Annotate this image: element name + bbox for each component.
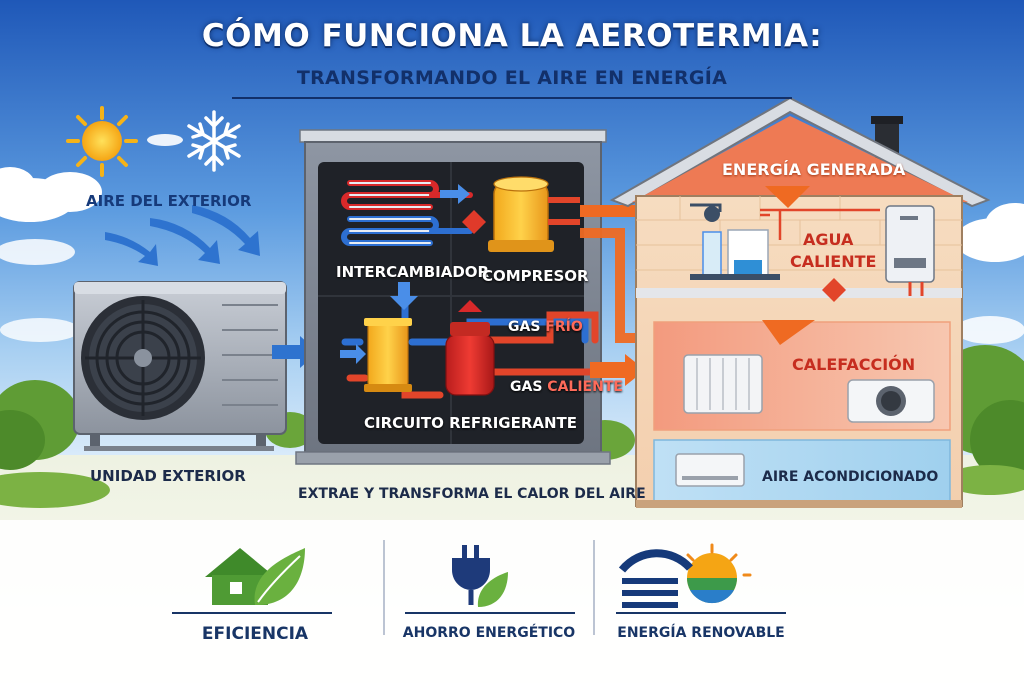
pump <box>445 300 495 396</box>
label-hot-gas: GAS CALIENTE <box>510 379 623 395</box>
plug-leaf-icon <box>452 545 508 607</box>
label-outdoor-unit: UNIDAD EXTERIOR <box>90 467 246 485</box>
radiator <box>683 354 763 414</box>
wind-arrows <box>105 205 260 266</box>
benefit-efficiency-line <box>172 612 332 614</box>
label-refrigerant-circuit: CIRCUITO REFRIGERANTE <box>364 414 578 432</box>
page-subtitle: TRANSFORMANDO EL AIRE EN ENERGÍA <box>296 67 728 89</box>
label-hot-gas-1: GAS <box>510 379 548 395</box>
label-cold-gas: GAS FRÍO <box>508 319 583 335</box>
heart-valve-icon <box>822 278 846 302</box>
valve-icon <box>462 210 486 234</box>
label-heating: CALEFACCIÓN <box>792 355 916 374</box>
label-outdoor-air: AIRE DEL EXTERIOR <box>86 192 252 210</box>
water-fixtures <box>690 203 935 296</box>
benefit-renewable-line <box>616 612 786 614</box>
snowflake-icon <box>187 110 241 172</box>
expansion-valve <box>364 318 412 392</box>
exchange-arrow <box>440 184 470 204</box>
wind-sun-icon <box>618 543 752 608</box>
label-heat-exchanger: INTERCAMBIADOR <box>336 263 490 281</box>
benefit-efficiency-label: EFICIENCIA <box>201 624 309 644</box>
label-energy-generated: ENERGÍA GENERADA <box>722 160 906 179</box>
orange-callout <box>765 186 810 208</box>
hot-water-pipes <box>760 208 880 240</box>
subtitle-line-left <box>232 97 792 99</box>
label-extract-heat: EXTRAE Y TRANSFORMA EL CALOR DEL AIRE <box>298 486 646 502</box>
benefit-savings-line <box>405 612 575 614</box>
label-hot-gas-2: CALIENTE <box>547 379 623 395</box>
clouds <box>0 134 1024 344</box>
blue-right-arrow <box>340 344 366 364</box>
heating-callout <box>762 320 815 345</box>
label-cold-gas-1: GAS <box>508 319 546 335</box>
indoor-ac-unit <box>847 379 935 423</box>
compressor <box>488 176 580 252</box>
label-compressor: COMPRESOR <box>482 267 589 285</box>
benefits-band <box>0 520 1024 683</box>
outdoor-unit <box>73 281 287 451</box>
page-title: CÓMO FUNCIONA LA AEROTERMIA: <box>201 18 823 54</box>
label-air-conditioning: AIRE ACONDICIONADO <box>762 469 939 485</box>
label-hot-water-1: AGUA <box>803 230 854 249</box>
house-leaf-icon <box>205 548 305 606</box>
label-hot-water-2: CALIENTE <box>790 252 877 271</box>
sun-icon <box>66 106 138 177</box>
down-arrow <box>390 282 418 310</box>
benefit-savings-label: AHORRO ENERGÉTICO <box>402 625 576 641</box>
benefit-renewable-label: ENERGÍA RENOVABLE <box>617 625 785 641</box>
wall-ac-unit <box>675 453 745 487</box>
label-cold-gas-2: FRÍO <box>545 319 583 335</box>
